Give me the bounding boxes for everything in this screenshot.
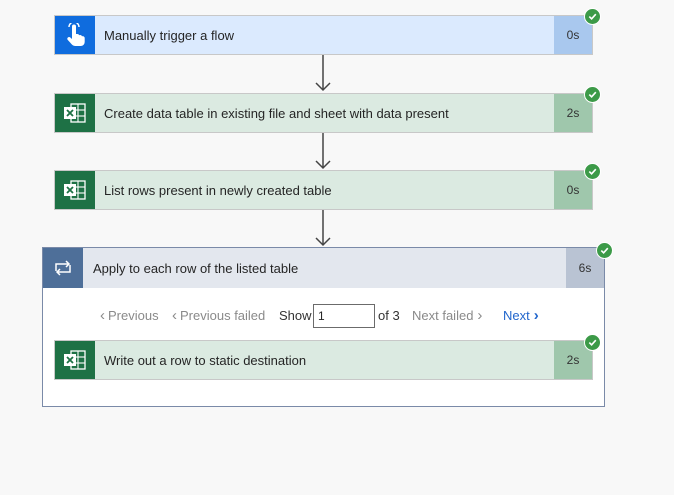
step-create-table[interactable]: Create data table in existing file and s…: [54, 93, 593, 133]
show-label: Show: [279, 308, 312, 323]
trigger-icon-box: [55, 16, 95, 54]
excel-icon: [64, 103, 86, 123]
arrow-down-icon: [315, 55, 331, 92]
iteration-input[interactable]: [313, 304, 375, 328]
loop-icon-box: [43, 248, 83, 288]
iteration-pager: ‹ Previous ‹ Previous failed Show of 3 N…: [43, 304, 604, 330]
excel-icon-box: [55, 341, 95, 379]
arrow-down-icon: [315, 133, 331, 170]
chevron-left-icon: ‹: [172, 307, 177, 324]
excel-icon: [64, 350, 86, 370]
of-total-label: of 3: [378, 308, 400, 323]
chevron-right-icon: ›: [533, 307, 539, 324]
previous-button[interactable]: ‹ Previous: [100, 308, 159, 323]
step-title: Create data table in existing file and s…: [104, 105, 449, 121]
excel-icon-box: [55, 171, 95, 209]
step-title: List rows present in newly created table: [104, 182, 332, 198]
next-label: Next: [503, 308, 530, 323]
apply-to-each-container: Apply to each row of the listed table 6s…: [42, 247, 605, 407]
touch-icon: [67, 23, 85, 46]
previous-failed-label: Previous failed: [180, 308, 266, 323]
step-trigger[interactable]: Manually trigger a flow 0s: [54, 15, 593, 55]
next-failed-button[interactable]: Next failed ›: [412, 308, 482, 323]
loop-icon: [55, 260, 71, 276]
step-title: Manually trigger a flow: [104, 27, 235, 43]
excel-icon-box: [55, 94, 95, 132]
previous-failed-button[interactable]: ‹ Previous failed: [172, 308, 265, 323]
excel-icon: [64, 180, 86, 200]
next-failed-label: Next failed: [412, 308, 474, 323]
success-check-icon: [584, 86, 601, 103]
loop-title: Apply to each row of the listed table: [93, 260, 299, 276]
arrow-down-icon: [315, 210, 331, 247]
next-button[interactable]: Next ›: [503, 308, 539, 323]
success-check-icon: [584, 8, 601, 25]
step-title: Write out a row to static destination: [104, 352, 307, 368]
chevron-left-icon: ‹: [100, 307, 105, 324]
step-list-rows[interactable]: List rows present in newly created table…: [54, 170, 593, 210]
success-check-icon: [596, 242, 613, 259]
step-write-row[interactable]: Write out a row to static destination 2s: [54, 340, 593, 380]
chevron-right-icon: ›: [477, 307, 483, 324]
success-check-icon: [584, 163, 601, 180]
success-check-icon: [584, 334, 601, 351]
apply-to-each-header[interactable]: Apply to each row of the listed table 6s: [43, 248, 604, 288]
previous-label: Previous: [108, 308, 159, 323]
